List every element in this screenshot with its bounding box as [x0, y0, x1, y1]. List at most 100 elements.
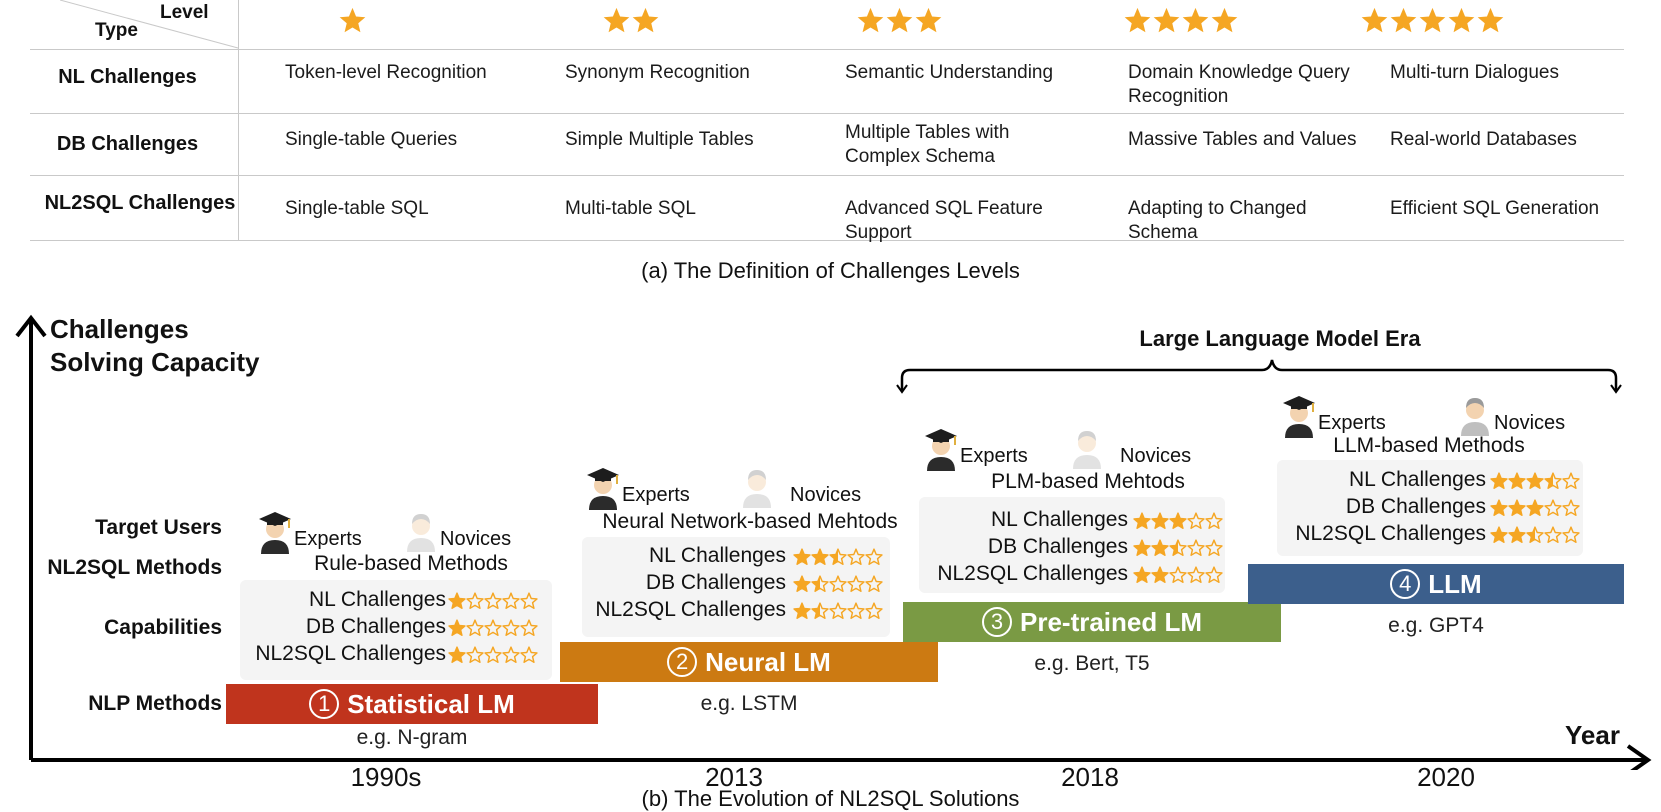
- axes: [15, 314, 1652, 770]
- star-icon: [811, 575, 829, 593]
- star-icon: [1124, 7, 1151, 33]
- star-icon: [1361, 7, 1387, 33]
- novices-label: Novices: [440, 528, 512, 550]
- capability-label: DB Challenges: [645, 571, 786, 594]
- star-icon: [466, 592, 484, 610]
- novice-avatar-icon: [407, 514, 435, 552]
- table-divider: [30, 49, 1624, 50]
- row-label-nlp-methods: NLP Methods: [88, 692, 222, 715]
- star-icon: [1490, 472, 1508, 490]
- star-icon: [915, 7, 941, 33]
- star-icon: [793, 575, 811, 593]
- star-icon: [1205, 512, 1223, 530]
- expert-avatar-icon: [259, 512, 291, 554]
- star-icon: [1169, 566, 1187, 584]
- star-icon: [1508, 472, 1526, 490]
- star-icon: [1508, 499, 1526, 517]
- stage-name: Pre-trained LM: [1019, 606, 1203, 637]
- experts-label: Experts: [1318, 412, 1386, 434]
- star-icon: [793, 602, 811, 620]
- year-label: 2018: [1061, 762, 1119, 792]
- star-icon: [1187, 566, 1205, 584]
- stage-number-badge: 4: [1390, 569, 1421, 599]
- capability-rating: [1490, 472, 1580, 490]
- star-icon: [865, 602, 883, 620]
- experts-label: Experts: [960, 445, 1028, 467]
- table-cell: Synonym Recognition: [565, 62, 750, 83]
- level-5-stars: [1355, 6, 1510, 36]
- expert-avatar-icon: [925, 429, 957, 471]
- star-icon: [847, 575, 865, 593]
- star-icon: [502, 619, 520, 637]
- capability-label: DB Challenges: [305, 615, 446, 638]
- nl2sql-method-title: PLM-based Mehtods: [991, 470, 1185, 493]
- stage-example: e.g. Bert, T5: [1034, 652, 1150, 675]
- star-icon: [829, 575, 847, 593]
- capability-label: NL2SQL Challenges: [937, 562, 1128, 585]
- star-icon: [793, 548, 811, 566]
- experts-label: Experts: [294, 528, 362, 550]
- star-icon: [1419, 7, 1445, 33]
- capability-rating: [1490, 526, 1580, 544]
- star-icon: [520, 592, 538, 610]
- capability-rating: [1133, 512, 1223, 530]
- y-axis-label-line1: Challenges: [50, 314, 189, 344]
- star-icon: [1562, 499, 1580, 517]
- capability-label: DB Challenges: [1345, 495, 1486, 518]
- corner-diagonal: [60, 0, 239, 49]
- star-icon: [1448, 7, 1474, 33]
- stage-name: LLM: [1428, 568, 1482, 599]
- star-icon: [1205, 539, 1223, 557]
- star-icon: [632, 7, 659, 33]
- table-divider: [30, 113, 1624, 114]
- star-icon: [1490, 526, 1508, 544]
- star-icon: [502, 592, 520, 610]
- table-vertical-divider: [238, 0, 239, 240]
- star-icon: [448, 619, 466, 637]
- star-icon: [1526, 499, 1544, 517]
- star-icon: [466, 619, 484, 637]
- star-icon: [1133, 566, 1151, 584]
- star-icon: [1169, 512, 1187, 530]
- novice-avatar-icon: [1073, 431, 1101, 469]
- star-icon: [1477, 7, 1503, 33]
- expert-avatar-icon: [587, 468, 619, 510]
- year-label: 2013: [705, 762, 763, 792]
- table-cell: Massive Tables and Values: [1128, 129, 1357, 150]
- novices-label: Novices: [790, 484, 862, 506]
- star-icon: [603, 7, 630, 33]
- capability-rating: [1490, 499, 1580, 517]
- capability-rating: [448, 619, 538, 637]
- star-icon: [865, 548, 883, 566]
- table-cell: Multi-table SQL: [565, 198, 696, 219]
- table-cell: Single-table Queries: [285, 129, 458, 150]
- star-icon: [857, 7, 883, 33]
- evolution-caption: (b) The Evolution of NL2SQL Solutions: [641, 786, 1020, 811]
- capability-rating: [793, 575, 883, 593]
- star-icon: [484, 646, 502, 664]
- novices-label: Novices: [1494, 412, 1566, 434]
- year-label: 1990s: [350, 762, 422, 792]
- capability-rating: [448, 646, 538, 664]
- table-cell: Single-table SQL: [285, 198, 429, 219]
- star-icon: [1182, 7, 1209, 33]
- star-icon: [1544, 499, 1562, 517]
- star-icon: [829, 602, 847, 620]
- star-icon: [811, 602, 829, 620]
- star-icon: [886, 7, 912, 33]
- row-type-nl: NL Challenges: [58, 66, 197, 88]
- row-label-nl2sql-methods: NL2SQL Methods: [47, 556, 222, 579]
- capability-rating: [1133, 539, 1223, 557]
- star-icon: [466, 646, 484, 664]
- star-icon: [1526, 526, 1544, 544]
- level-3-stars: [853, 6, 946, 36]
- table-cell: Multi-turn Dialogues: [1390, 62, 1559, 83]
- corner-type-label: Type: [95, 20, 138, 41]
- star-icon: [484, 592, 502, 610]
- star-icon: [1187, 539, 1205, 557]
- table-cell: Semantic Understanding: [845, 62, 1054, 83]
- star-icon: [520, 619, 538, 637]
- star-icon: [1153, 7, 1180, 33]
